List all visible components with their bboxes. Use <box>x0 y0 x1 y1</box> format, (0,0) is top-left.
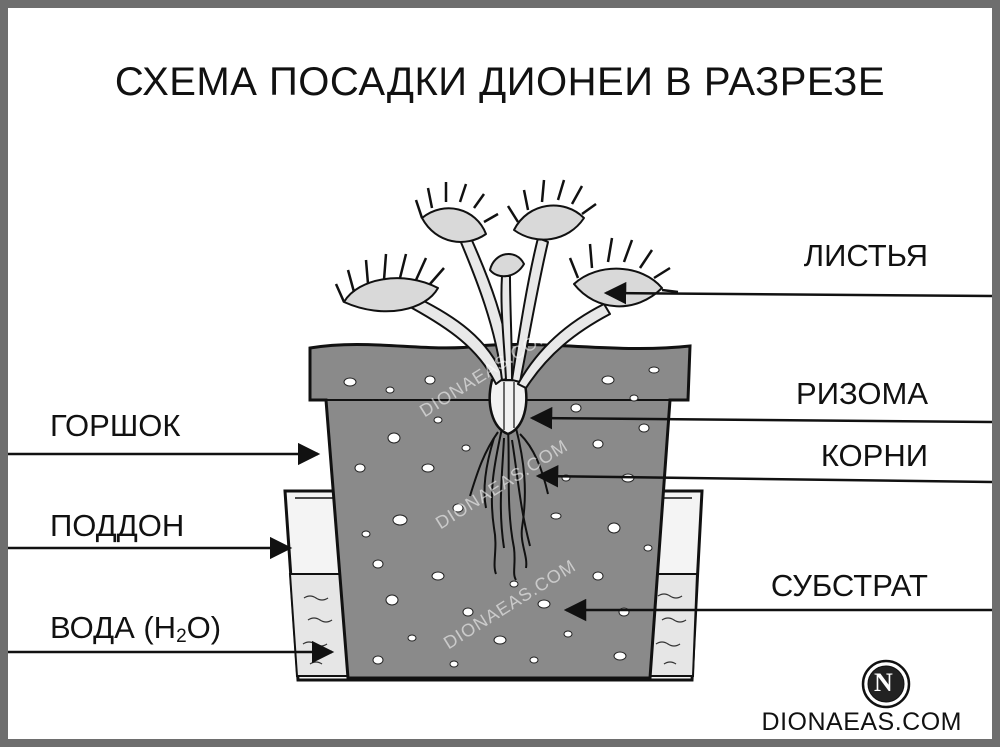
planting-illustration <box>8 179 992 709</box>
rhizome-arrow <box>529 406 992 430</box>
leaves-label: ЛИСТЬЯ <box>803 238 928 273</box>
roots-arrow <box>535 465 992 488</box>
roots-label: КОРНИ <box>820 438 928 473</box>
water-label-suffix: O) <box>186 610 222 645</box>
brand-logo-icon <box>861 659 911 709</box>
brand-logo-letter: N <box>874 668 893 697</box>
diagram-title: СХЕМА ПОСАДКИ ДИОНЕИ В РАЗРЕЗЕ <box>114 60 886 104</box>
roots <box>469 427 549 581</box>
leaves-arrow <box>603 281 992 305</box>
tray-label: ПОДДОН <box>50 508 185 543</box>
substrate-label: СУБСТРАТ <box>770 568 928 603</box>
substrate-pebbles <box>343 366 660 668</box>
rhizome-label: РИЗОМА <box>796 376 928 411</box>
water-label: ВОДА (H2O) <box>50 610 222 646</box>
rhizome <box>488 378 528 436</box>
pot-label: ГОРШОК <box>50 408 181 443</box>
water-label-subscript: 2 <box>176 626 187 647</box>
water-label-prefix: ВОДА (H <box>50 610 177 645</box>
brand-text: DIONAEAS.COM <box>761 708 962 736</box>
diagram-frame: СХЕМА ПОСАДКИ ДИОНЕИ В РАЗРЕЗЕ <box>8 8 992 739</box>
